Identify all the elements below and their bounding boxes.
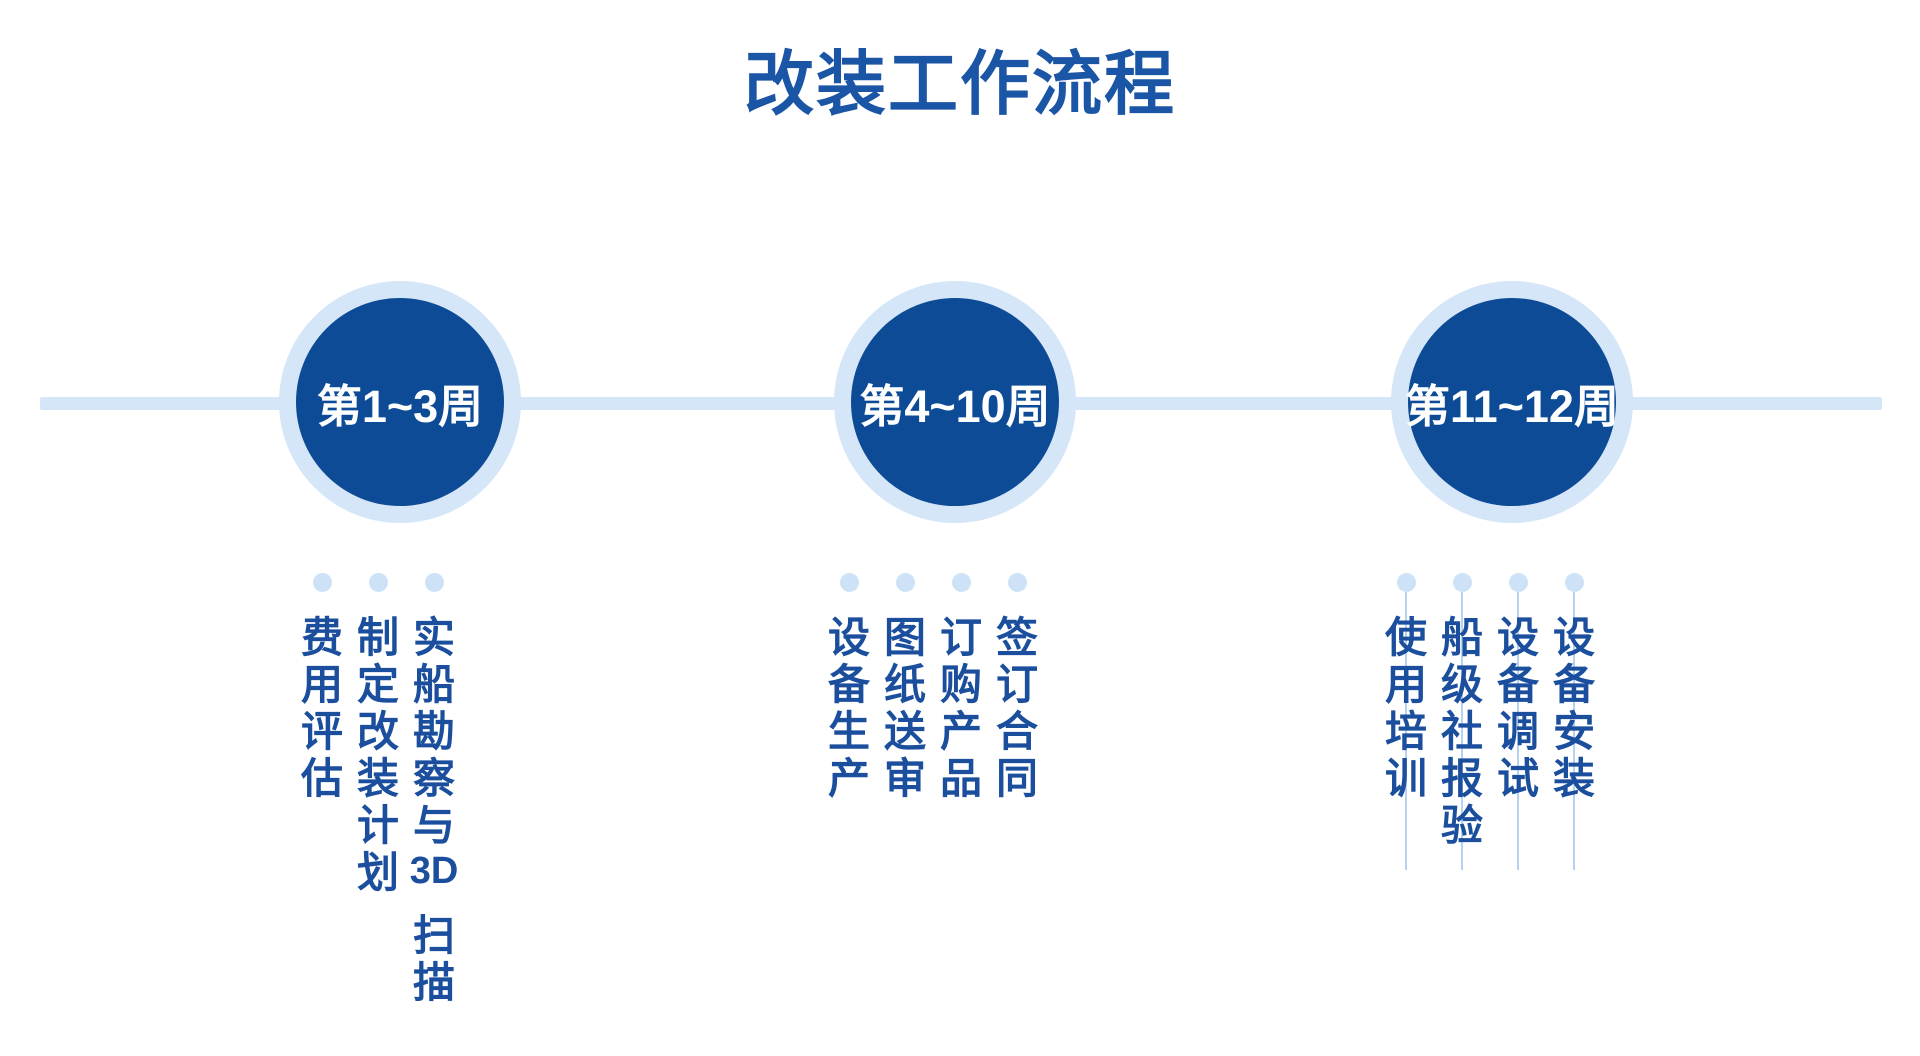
item-char: 产 (939, 708, 982, 755)
step-dot (1007, 573, 1027, 592)
item-char: 3D (409, 850, 459, 892)
item-char: 备 (1552, 661, 1595, 708)
item-char: 设 (1496, 614, 1539, 661)
stage-2-label: 第4~10周 (859, 380, 1051, 432)
item-char: 签 (995, 614, 1038, 661)
item-char: 订 (939, 614, 982, 661)
item-char: 纸 (883, 661, 926, 708)
item-char: 装 (1552, 755, 1595, 802)
stage-1-label: 第1~3周 (316, 380, 484, 432)
page-title: 改装工作流程 (744, 45, 1176, 123)
item-char: 备 (1496, 661, 1539, 708)
step-dot (1452, 573, 1472, 592)
item-char: 生 (827, 708, 870, 755)
stage-1-item-3: 费用评估 (294, 573, 350, 1009)
item-char: 改 (356, 708, 399, 755)
item-char: 设 (1552, 614, 1595, 661)
item-char: 购 (939, 661, 982, 708)
step-dot (895, 573, 915, 592)
item-char: 同 (995, 755, 1038, 802)
step-dot (839, 573, 859, 592)
item-char: 级 (1440, 661, 1483, 708)
item-char: 试 (1496, 755, 1539, 802)
item-char: 备 (827, 661, 870, 708)
item-char: 验 (1440, 802, 1483, 849)
item-char: 船 (412, 661, 455, 708)
stage-3-item-4: 使用培训 (1378, 573, 1434, 870)
step-dot (424, 573, 444, 592)
item-char: 评 (300, 708, 343, 755)
stage-3-item-1: 设备安装 (1546, 573, 1602, 870)
stage-2-item-2: 订购产品 (933, 573, 989, 805)
item-char: 送 (883, 708, 926, 755)
step-dot (312, 573, 332, 592)
item-char: 与 (412, 802, 455, 849)
step-dot (1396, 573, 1416, 592)
item-char: 使 (1384, 614, 1427, 661)
item-char: 合 (995, 708, 1038, 755)
item-char: 报 (1440, 755, 1483, 802)
item-char: 安 (1552, 708, 1595, 755)
item-char: 调 (1496, 708, 1539, 755)
stage-3-items: 设备安装设备调试船级社报验使用培训 (1378, 573, 1602, 870)
item-char: 产 (827, 755, 870, 802)
stage-3-circle: 第11~12周 (1391, 281, 1633, 523)
item-char: 费 (300, 614, 343, 661)
item-char: 用 (1384, 661, 1427, 708)
item-char: 制 (356, 614, 399, 661)
stage-3-item-3: 船级社报验 (1434, 573, 1490, 870)
leader-line (1573, 583, 1575, 870)
item-char: 定 (356, 661, 399, 708)
stage-2-item-4: 设备生产 (821, 573, 877, 805)
item-char: 图 (883, 614, 926, 661)
stage-2-items: 签订合同订购产品图纸送审设备生产 (821, 573, 1045, 805)
item-char: 用 (300, 661, 343, 708)
stage-3-item-2: 设备调试 (1490, 573, 1546, 870)
stage-3-label: 第11~12周 (1405, 380, 1619, 432)
item-char: 装 (356, 755, 399, 802)
item-char: 扫 (412, 912, 455, 959)
item-char: 审 (883, 755, 926, 802)
item-char: 描 (412, 959, 455, 1006)
leader-line (1405, 583, 1407, 870)
stage-2-item-1: 签订合同 (989, 573, 1045, 805)
stage-2-circle: 第4~10周 (834, 281, 1076, 523)
leader-line (1461, 583, 1463, 870)
step-dot (951, 573, 971, 592)
item-char: 培 (1384, 708, 1427, 755)
leader-line (1517, 583, 1519, 870)
item-char: 计 (356, 802, 399, 849)
item-char: 品 (939, 755, 982, 802)
item-char: 勘 (412, 708, 455, 755)
item-char: 订 (995, 661, 1038, 708)
item-char: 设 (827, 614, 870, 661)
item-char: 船 (1440, 614, 1483, 661)
stage-1-item-2: 制定改装计划 (350, 573, 406, 1009)
step-dot (1508, 573, 1528, 592)
item-char: 社 (1440, 708, 1483, 755)
stage-1-circle: 第1~3周 (279, 281, 521, 523)
item-char: 训 (1384, 755, 1427, 802)
stage-2-item-3: 图纸送审 (877, 573, 933, 805)
item-char: 察 (412, 755, 455, 802)
step-dot (368, 573, 388, 592)
step-dot (1564, 573, 1584, 592)
item-char: 估 (300, 755, 343, 802)
item-char: 实 (412, 614, 455, 661)
item-char: 划 (356, 849, 399, 896)
